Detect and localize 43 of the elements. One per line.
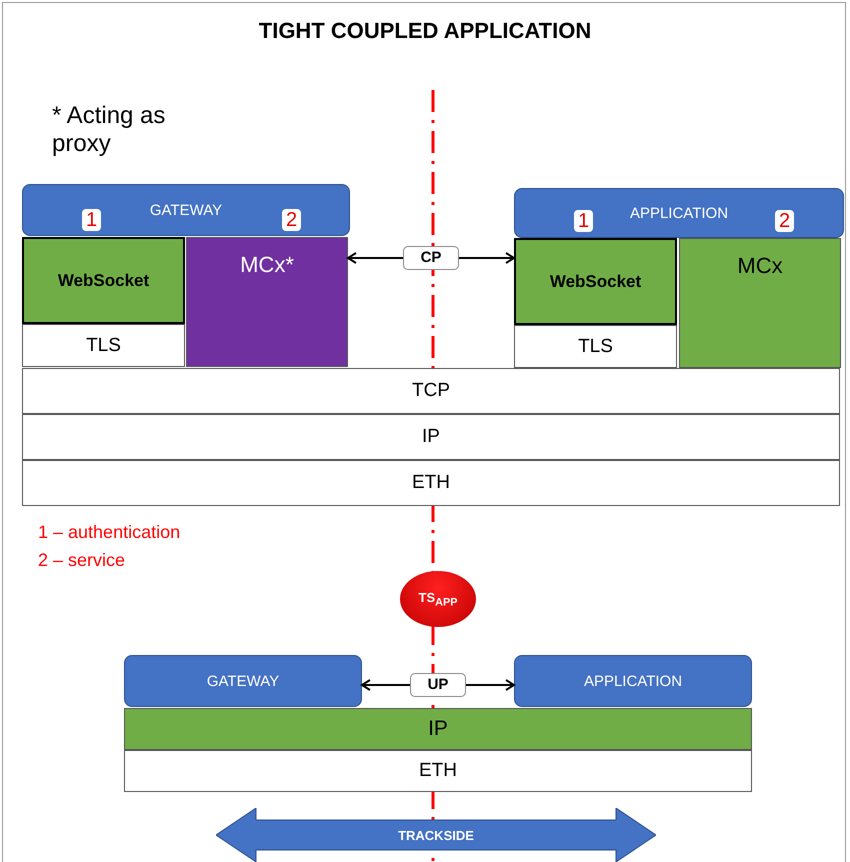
layer-label: IP [428, 717, 448, 741]
protocol-layer [22, 237, 185, 324]
protocol-layer [22, 460, 840, 506]
header-band [124, 655, 362, 707]
layer-label: TRACKSIDE [398, 828, 474, 842]
callout-number: 2 [775, 210, 794, 232]
layer-label: TLS [86, 334, 121, 356]
double-arrow [216, 808, 656, 862]
layer-label: IP [422, 426, 440, 448]
header-band [22, 184, 350, 236]
callout-number: 2 [282, 209, 302, 231]
layer-label: APPLICATION [630, 204, 728, 222]
protocol-layer [124, 708, 752, 750]
protocol-layer [514, 325, 677, 368]
layer-label: WebSocket [550, 272, 642, 292]
protocol-layer [514, 238, 677, 325]
layer-label: TLS [578, 336, 613, 358]
layer-label: ETH [412, 472, 450, 494]
edge-label: CP [403, 246, 459, 270]
header-band [514, 655, 752, 707]
callout-number: 1 [574, 210, 594, 232]
layer-label: GATEWAY [150, 202, 222, 218]
callout-number: 1 [82, 209, 102, 231]
protocol-layer [679, 238, 841, 368]
layer-label: APPLICATION [584, 672, 682, 690]
legend-text: 2 – service [38, 550, 126, 571]
note-text: * Acting as proxy [52, 102, 166, 158]
layer-label: TS$_{APP}$ [418, 590, 458, 608]
protocol-layer [22, 368, 840, 414]
legend-text: 1 – authentication [38, 522, 180, 543]
layer-label: TCP [412, 380, 450, 402]
layer-label: ETH [419, 760, 457, 782]
protocol-layer [22, 414, 840, 460]
protocol-layer [22, 324, 185, 367]
edge-label: UP [410, 673, 466, 697]
protocol-layer [124, 750, 752, 792]
layer-label: GATEWAY [206, 672, 280, 690]
layer-label: MCx [737, 253, 783, 279]
layer-label: MCx* [240, 252, 294, 278]
protocol-layer [186, 237, 348, 367]
layer-label: WebSocket [58, 270, 150, 290]
diagram-title: TIGHT COUPLED APPLICATION [258, 18, 592, 44]
header-band [514, 188, 844, 238]
